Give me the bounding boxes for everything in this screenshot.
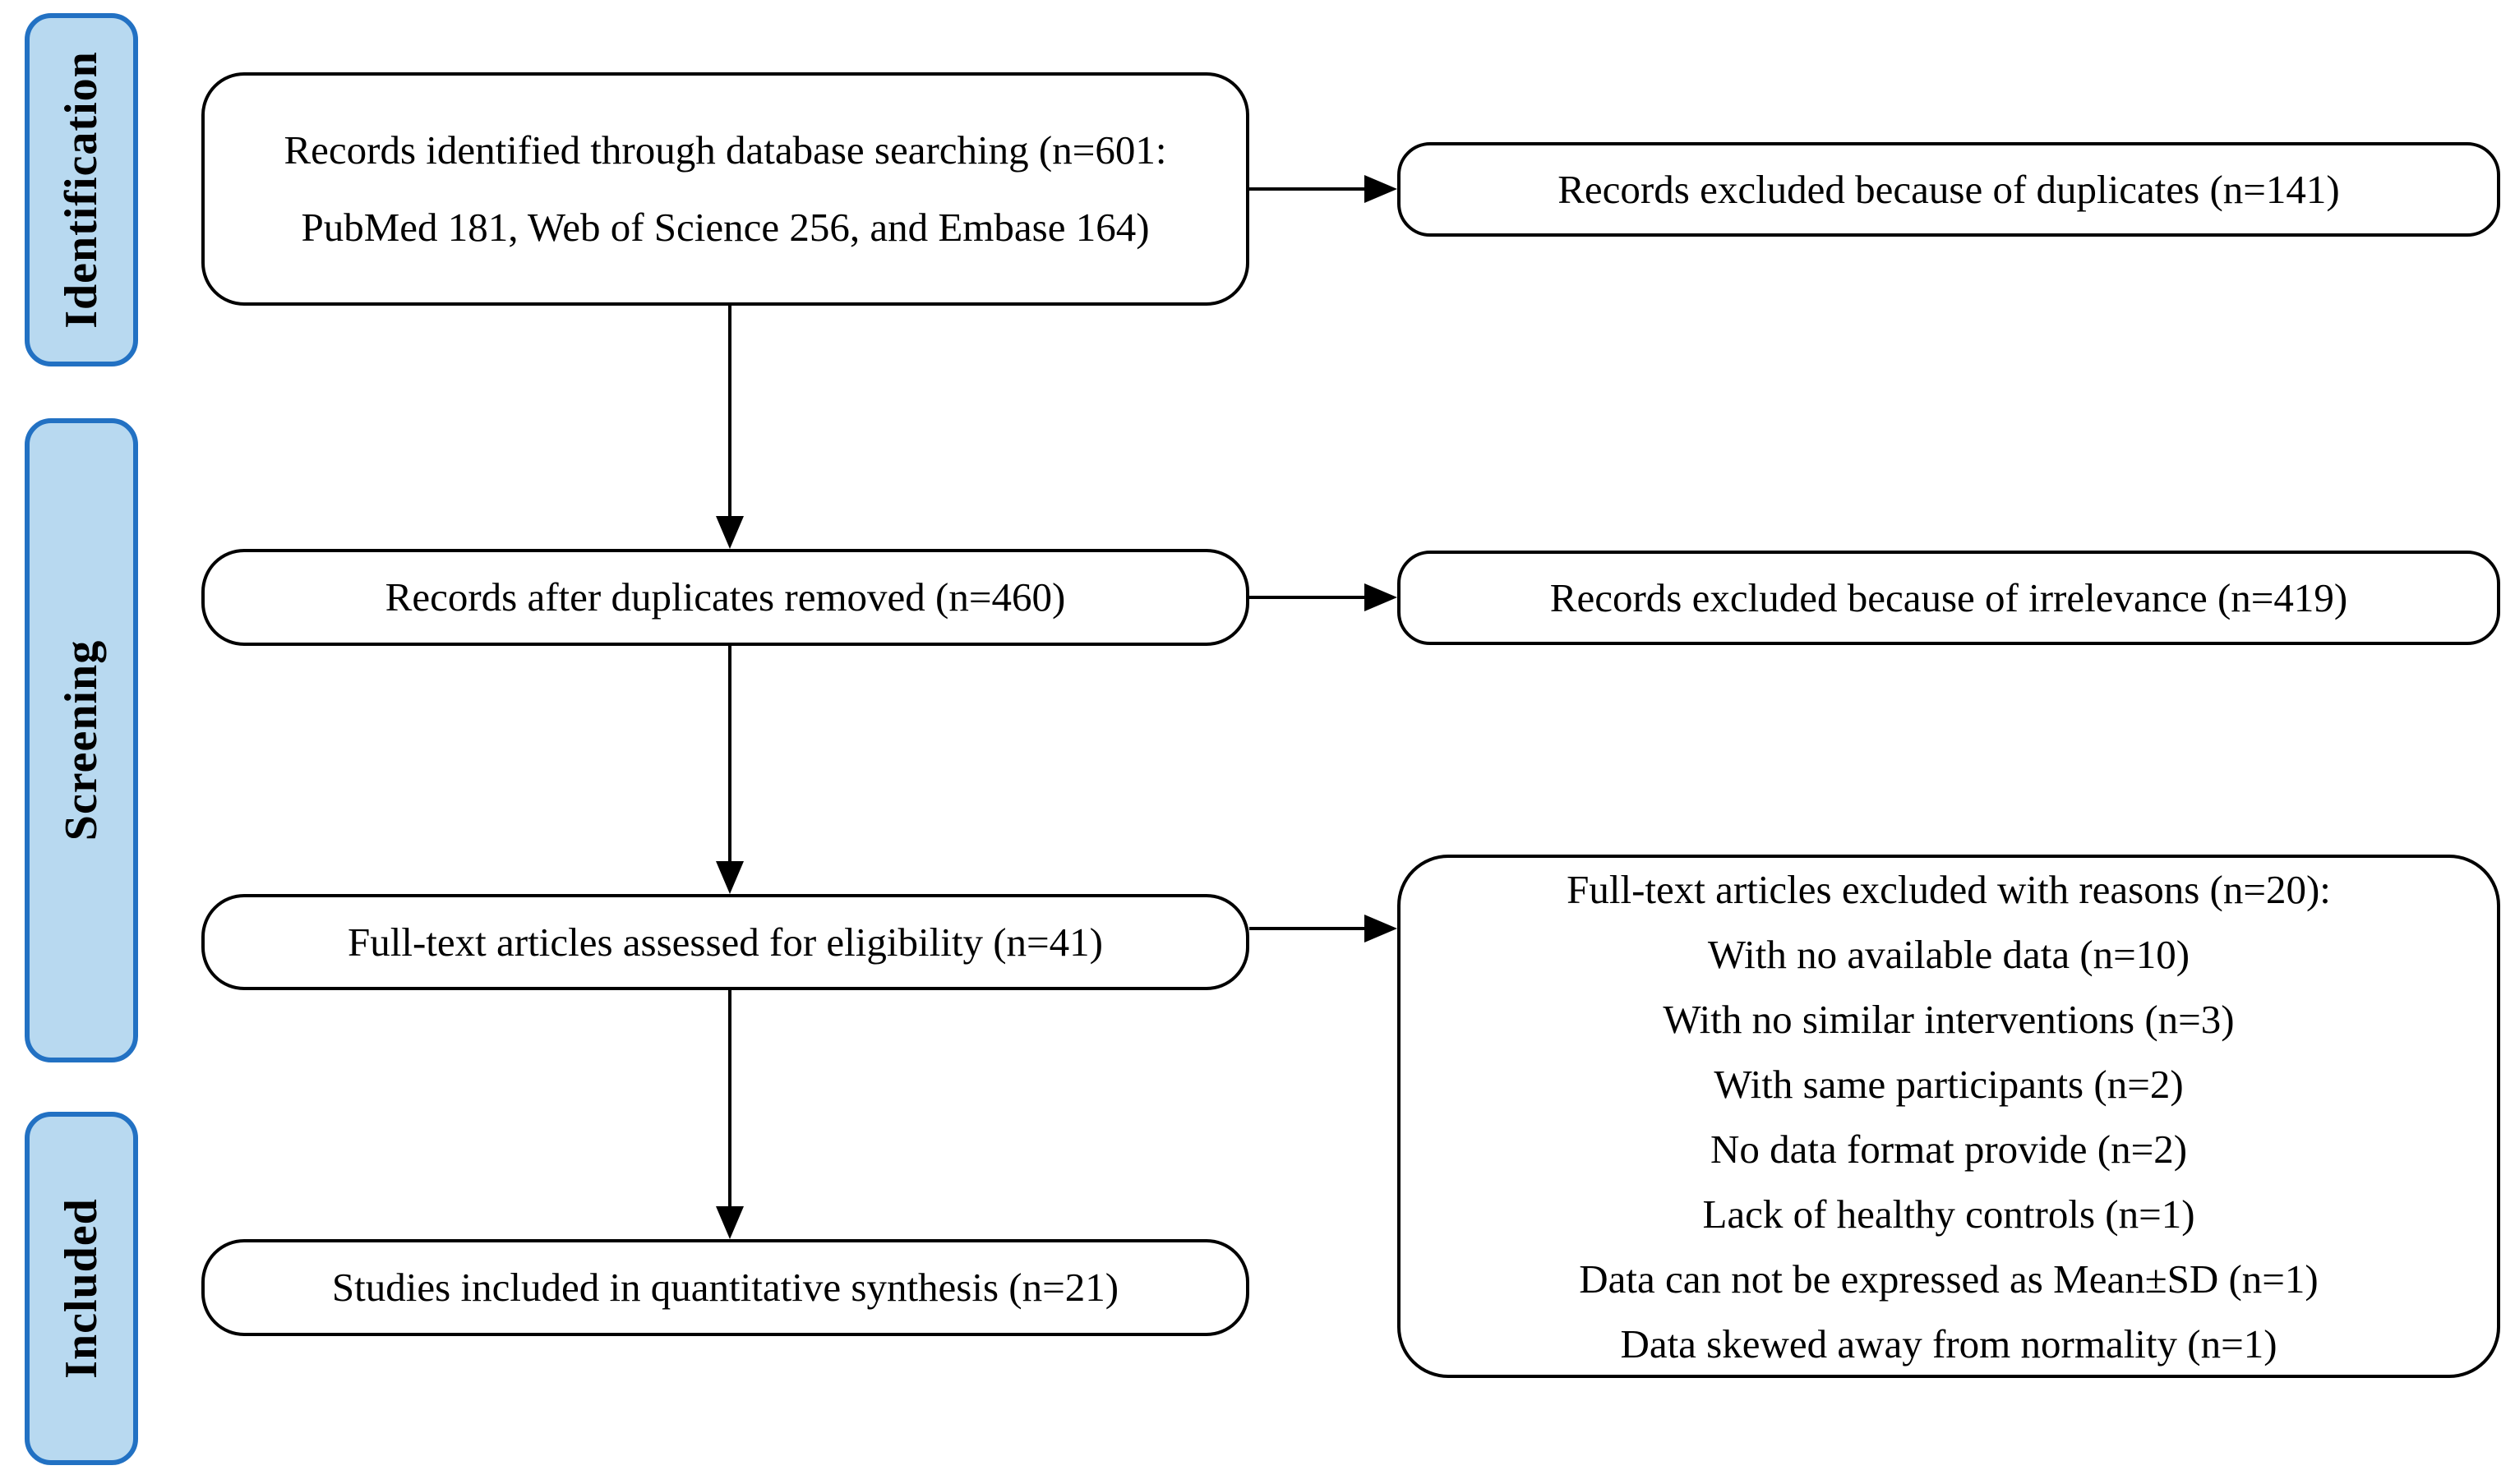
arrow-line (728, 306, 731, 518)
arrow-line (1249, 187, 1368, 191)
arrow-line (728, 646, 731, 863)
arrow-line (1249, 596, 1368, 599)
box-records-identified-text: Records identified through database sear… (284, 127, 1167, 250)
box-fulltext-assessed: Full-text articles assessed for eligibil… (201, 894, 1249, 990)
arrow-head (1364, 583, 1397, 611)
box-studies-included-text: Studies included in quantitative synthes… (331, 1265, 1119, 1311)
arrow-head (1364, 175, 1397, 203)
box-records-excluded-duplicates: Records excluded because of duplicates (… (1397, 142, 2500, 237)
box-fulltext-assessed-text: Full-text articles assessed for eligibil… (348, 919, 1103, 965)
box-records-excluded-duplicates-text: Records excluded because of duplicates (… (1557, 166, 2340, 212)
fulltext-excluded-reason: Data skewed away from normality (n=1) (1620, 1320, 2277, 1366)
fulltext-excluded-reason: With no similar interventions (n=3) (1663, 996, 2235, 1042)
box-records-excluded-irrelevance: Records excluded because of irrelevance … (1397, 551, 2500, 645)
fulltext-excluded-reason: Data can not be expressed as Mean±SD (n=… (1579, 1256, 2319, 1302)
fulltext-excluded-reason: No data format provide (n=2) (1710, 1126, 2188, 1172)
fulltext-excluded-reason: Lack of healthy controls (n=1) (1702, 1191, 2195, 1237)
arrow-line (1249, 927, 1368, 930)
box-records-after-duplicates-text: Records after duplicates removed (n=460) (385, 574, 1066, 620)
arrow-line (728, 990, 731, 1208)
stage-label-included-text: Included (56, 1198, 108, 1379)
fulltext-excluded-reason: With no available data (n=10) (1707, 931, 2190, 977)
arrow-head (1364, 915, 1397, 942)
arrow-head (716, 1206, 744, 1239)
stage-label-screening: Screening (25, 418, 138, 1062)
fulltext-excluded-reason: With same participants (n=2) (1714, 1061, 2184, 1107)
box-fulltext-excluded-content: Full-text articles excluded with reasons… (1401, 857, 2497, 1376)
stage-label-screening-text: Screening (56, 639, 107, 841)
arrow-head (716, 516, 744, 549)
box-fulltext-excluded-reasons: Full-text articles excluded with reasons… (1397, 855, 2500, 1378)
fulltext-excluded-heading: Full-text articles excluded with reasons… (1567, 866, 2331, 912)
stage-label-identification: Identification (25, 13, 138, 366)
box-records-after-duplicates: Records after duplicates removed (n=460) (201, 549, 1249, 646)
stage-label-identification-text: Identification (56, 51, 107, 329)
box-studies-included: Studies included in quantitative synthes… (201, 1239, 1249, 1336)
arrow-head (716, 861, 744, 894)
box-records-excluded-irrelevance-text: Records excluded because of irrelevance … (1549, 574, 2348, 620)
stage-label-included: Included (25, 1112, 138, 1465)
box-records-identified: Records identified through database sear… (201, 72, 1249, 306)
